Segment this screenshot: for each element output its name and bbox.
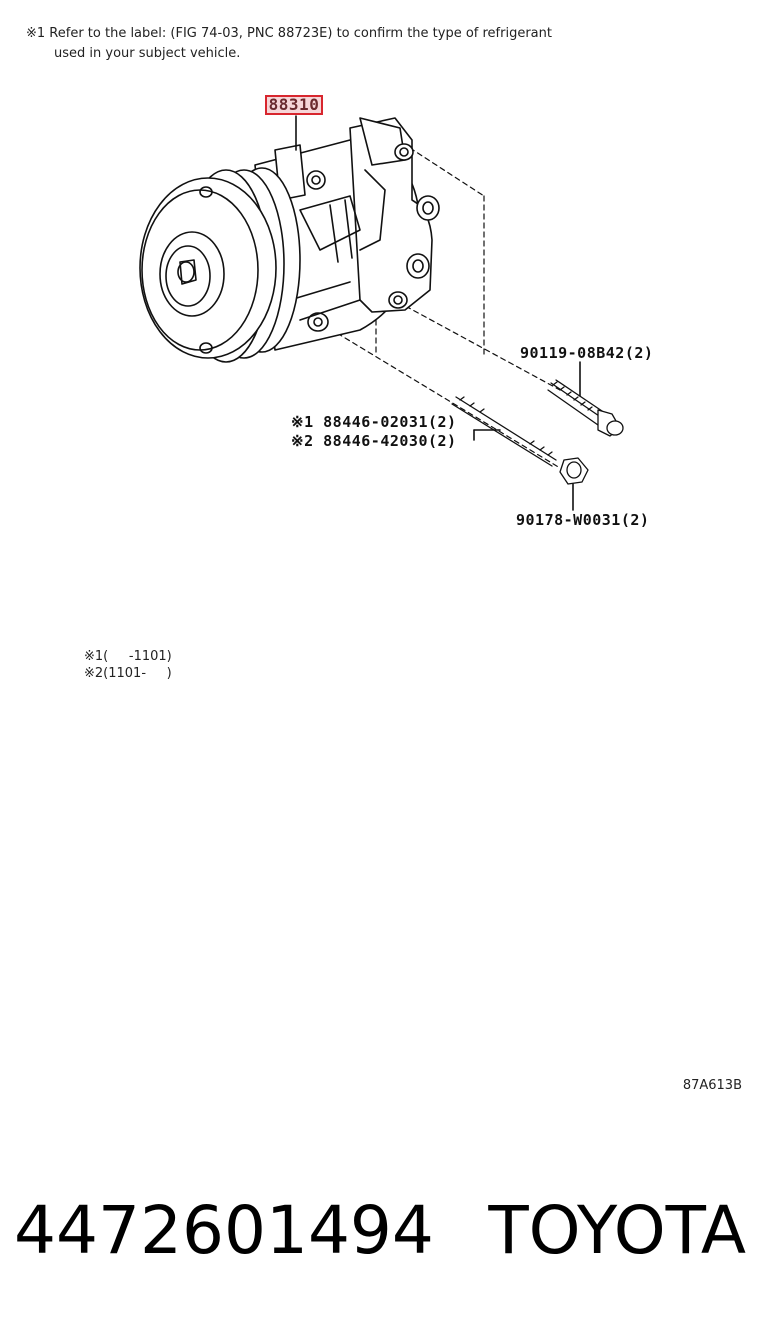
main-part-callout[interactable]: 88310 bbox=[265, 95, 323, 115]
footer-part-number: 4472601494 bbox=[14, 1192, 434, 1269]
stud-part-callout-2[interactable]: ※2 88446-42030(2) bbox=[291, 432, 457, 450]
date-range-legend: ※1( -1101) ※2(1101- ) bbox=[84, 648, 172, 682]
ac-compressor-illustration bbox=[139, 115, 624, 511]
legend-line-1: ※1( -1101) bbox=[84, 649, 172, 664]
bolt-part-callout[interactable]: 90119-08B42(2) bbox=[520, 344, 654, 362]
note-line-2: used in your subject vehicle. bbox=[54, 46, 241, 61]
note-line-1: ※1 Refer to the label: (FIG 74-03, PNC 8… bbox=[26, 26, 552, 41]
refrigerant-note: ※1 Refer to the label: (FIG 74-03, PNC 8… bbox=[26, 24, 552, 64]
stud-part-callout-1[interactable]: ※1 88446-02031(2) bbox=[291, 413, 457, 431]
footer-brand: TOYOTA bbox=[488, 1192, 746, 1269]
diagram-code: 87A613B bbox=[682, 1078, 742, 1093]
nut-part-callout[interactable]: 90178-W0031(2) bbox=[516, 511, 650, 529]
footer-banner: 4472601494 TOYOTA bbox=[14, 1186, 746, 1276]
legend-line-2: ※2(1101- ) bbox=[84, 666, 172, 681]
